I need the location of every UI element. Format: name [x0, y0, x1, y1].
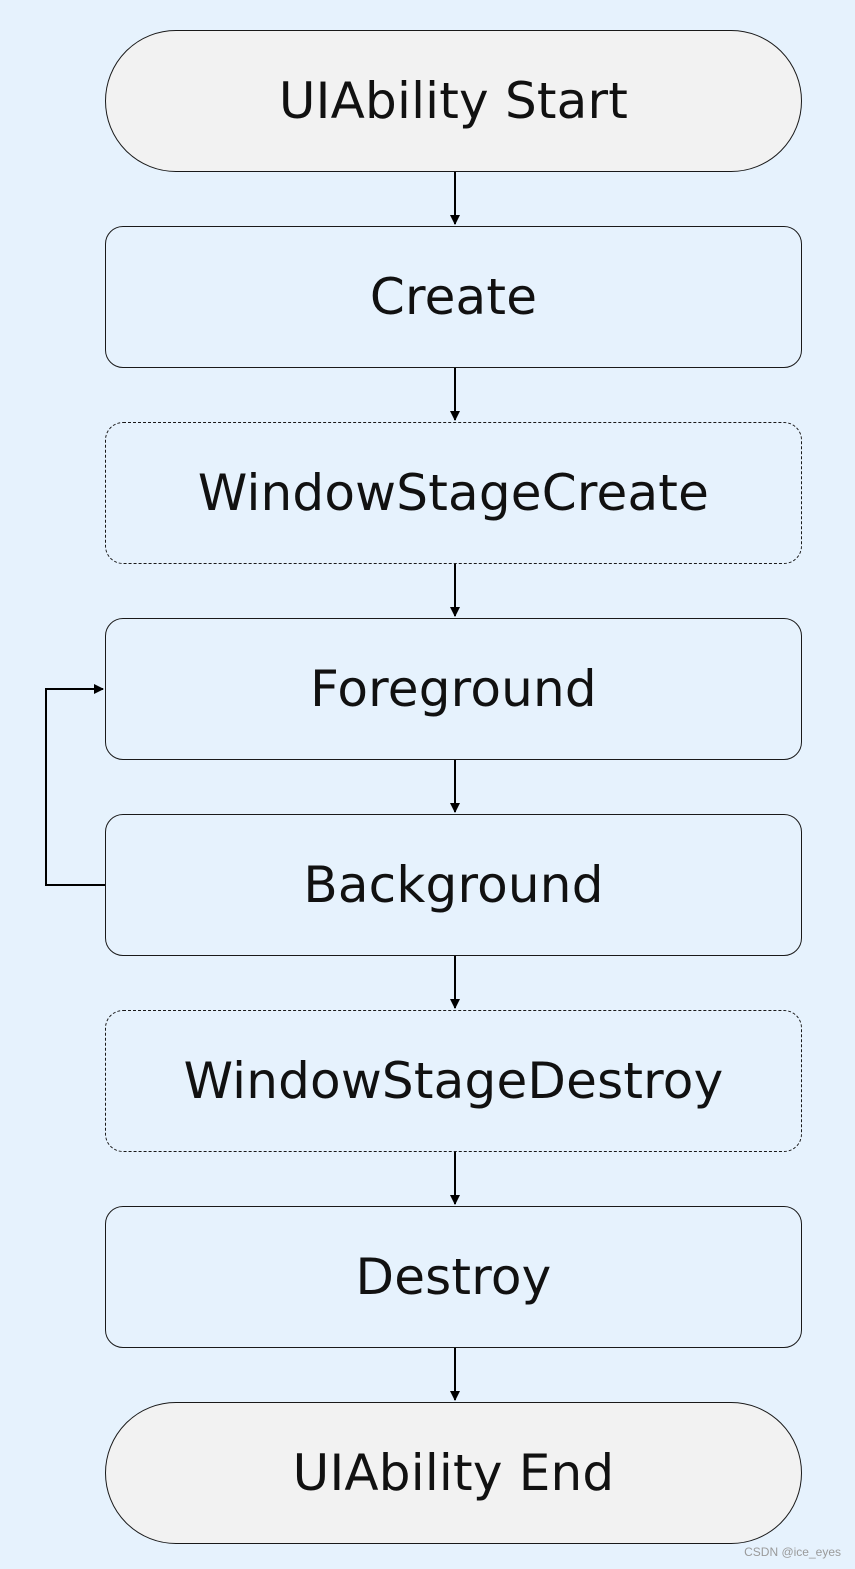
edge-background-to-foreground-loop [45, 684, 105, 886]
node-create: Create [105, 226, 802, 368]
node-foreground: Foreground [105, 618, 802, 760]
node-label: WindowStageDestroy [183, 1052, 724, 1110]
node-windowstagecreate: WindowStageCreate [105, 422, 802, 564]
node-label: Destroy [355, 1248, 552, 1306]
node-uiability-end: UIAbility End [105, 1402, 802, 1544]
node-label: Create [369, 268, 538, 326]
node-label: Background [303, 856, 604, 914]
watermark: CSDN @ice_eyes [744, 1545, 841, 1559]
node-uiability-start: UIAbility Start [105, 30, 802, 172]
node-destroy: Destroy [105, 1206, 802, 1348]
node-background: Background [105, 814, 802, 956]
node-label: Foreground [310, 660, 597, 718]
node-label: UIAbility Start [278, 72, 629, 130]
node-label: WindowStageCreate [197, 464, 710, 522]
node-windowstagedestroy: WindowStageDestroy [105, 1010, 802, 1152]
node-label: UIAbility End [292, 1444, 615, 1502]
